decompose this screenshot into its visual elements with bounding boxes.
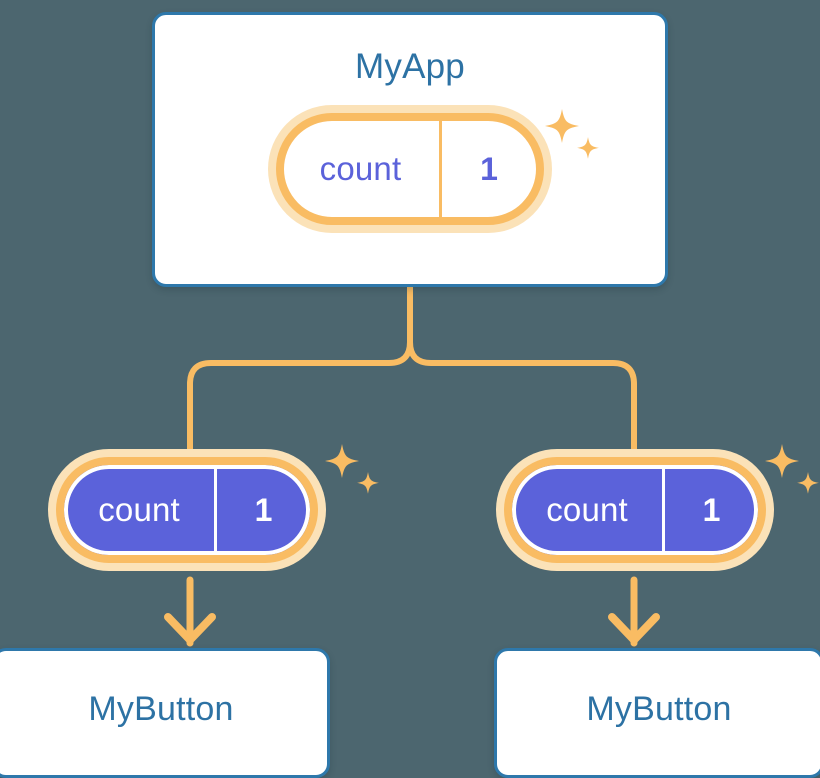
state-key: count: [64, 465, 218, 555]
state-value: 1: [254, 491, 273, 528]
state-value: 1: [480, 150, 498, 187]
component-title-mybutton: MyButton: [88, 690, 234, 728]
state-pill-body[interactable]: count 1: [276, 113, 544, 225]
sparkles-icon: [765, 444, 819, 494]
state-pill-body[interactable]: count 1: [504, 457, 766, 563]
component-title-mybutton: MyButton: [586, 690, 732, 728]
component-title-myapp: MyApp: [355, 47, 465, 86]
state-pill-child-left[interactable]: count 1: [56, 457, 318, 563]
component-card-mybutton-right[interactable]: MyButton: [494, 648, 820, 778]
arrow-left-pill-to-button: [164, 576, 216, 647]
sparkles-icon: [325, 444, 379, 494]
component-card-mybutton-left[interactable]: MyButton: [0, 648, 330, 778]
state-key: count: [284, 121, 442, 217]
state-key: count: [512, 465, 666, 555]
state-pill-child-right[interactable]: count 1: [504, 457, 766, 563]
connector-fork-path: [187, 284, 637, 455]
state-pill-body[interactable]: count 1: [56, 457, 318, 563]
state-pill-root[interactable]: count 1: [276, 113, 544, 225]
state-value: 1: [702, 491, 721, 528]
arrow-right-pill-to-button: [608, 576, 660, 647]
